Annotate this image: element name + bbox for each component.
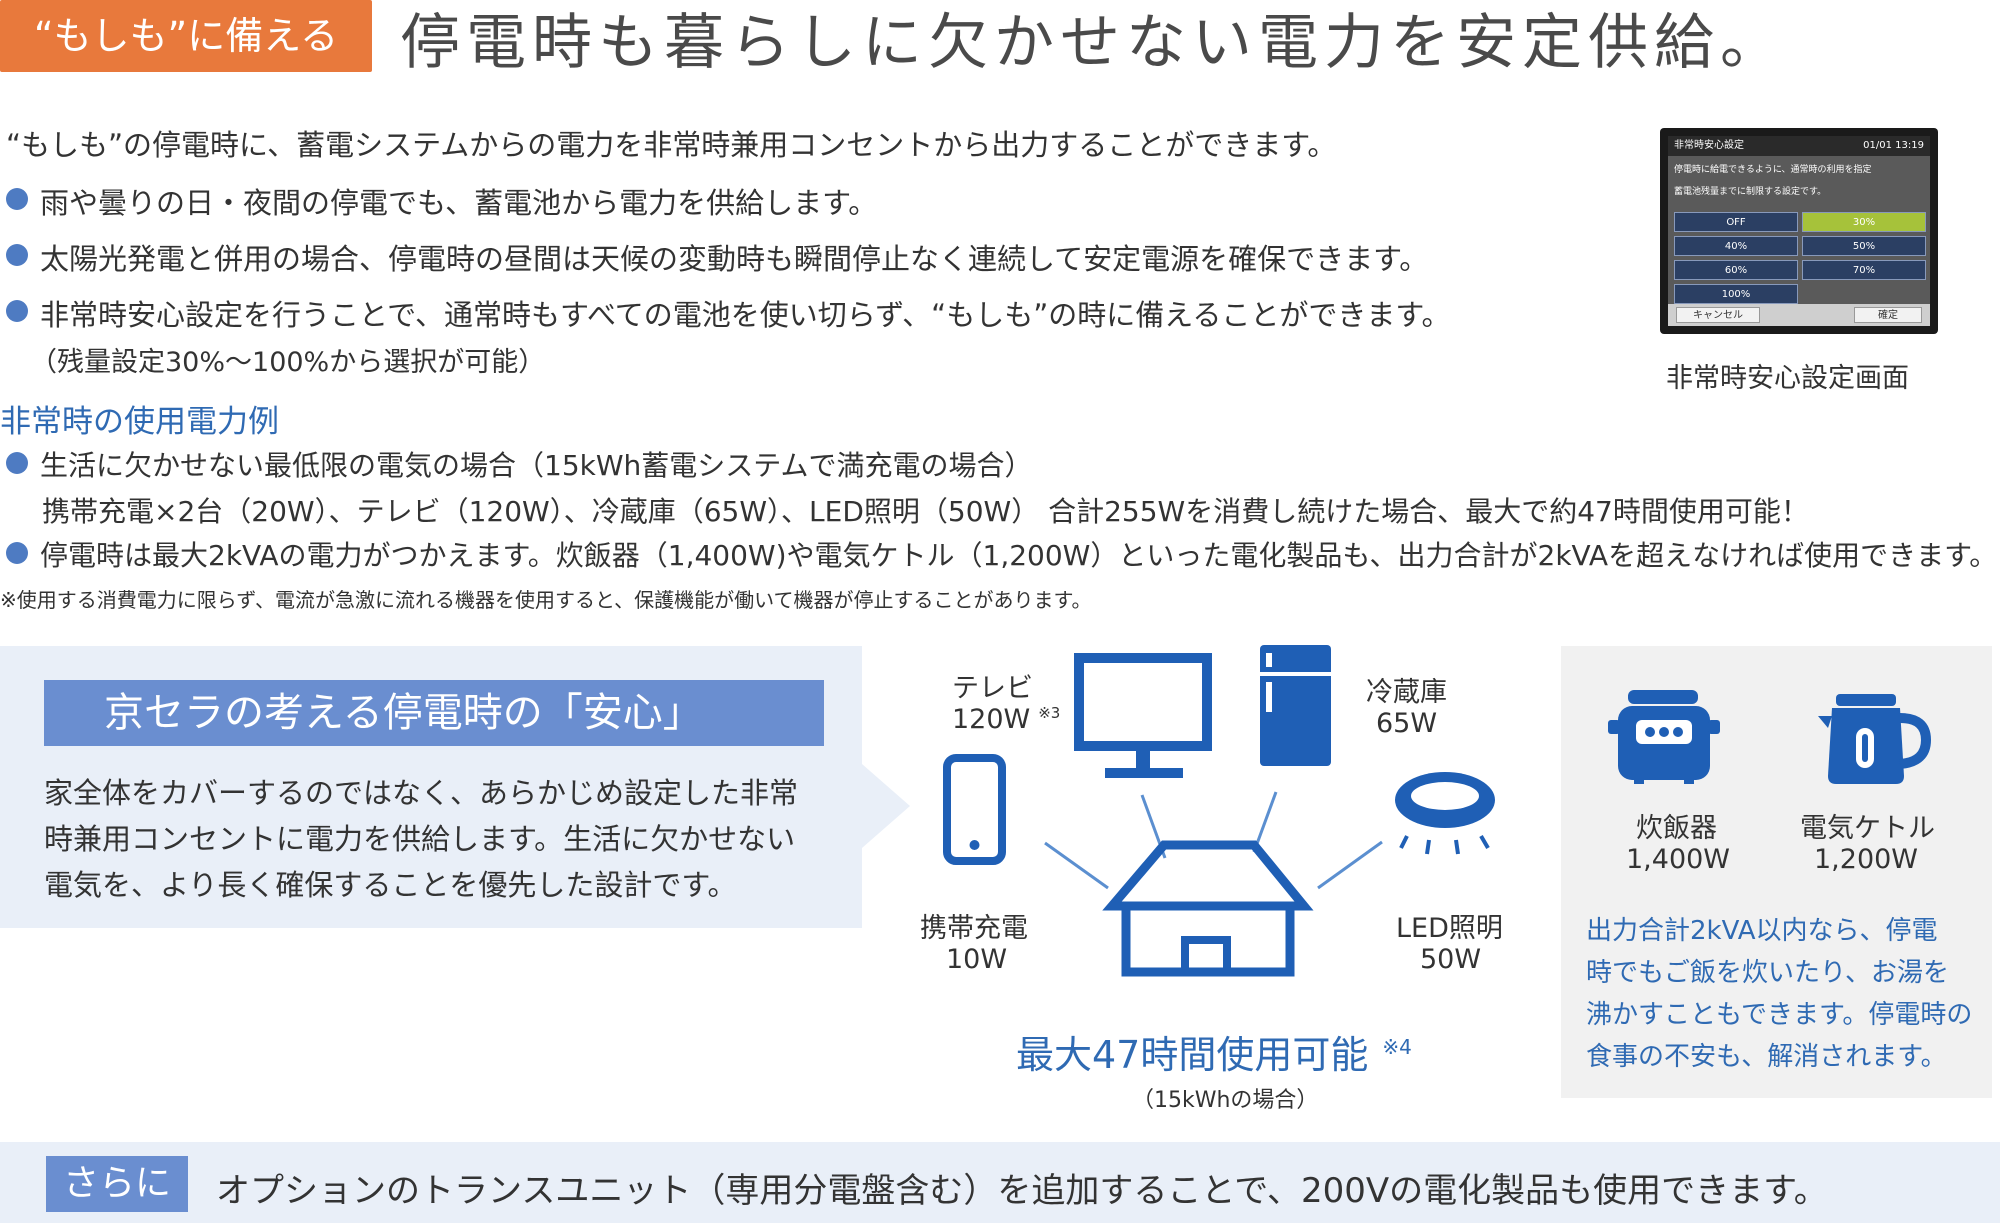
fridge-watt: 65W — [1376, 708, 1438, 739]
settings-screen: 非常時安心設定 01/01 13:19 停電時に給電できるように、通常時の利用を… — [1668, 136, 1930, 326]
bottom-tag: さらに — [46, 1156, 188, 1212]
house-icon — [1102, 840, 1314, 977]
screen-message: 蓄電池残量までに制限する設定です。 — [1674, 187, 1827, 197]
footnote: ※使用する消費電力に限らず、電流が急激に流れる機器を使用すると、保護機能が働いて… — [0, 588, 1092, 612]
appliance-text: 沸かすこともできます。停電時の — [1586, 1000, 1973, 1030]
bullet-dot — [6, 542, 28, 564]
appliance-text: 食事の不安も、解消されます。 — [1586, 1042, 1947, 1072]
diagram-graphic — [943, 645, 1495, 977]
rice-cooker-icon — [1608, 690, 1720, 784]
tv-icon — [1074, 653, 1212, 778]
led-light-icon — [1395, 772, 1495, 855]
panel-text: 家全体をカバーするのではなく、あらかじめ設定した非常 — [44, 776, 799, 810]
phone-watt: 10W — [946, 944, 1008, 975]
screen-message: 停電時に給電できるように、通常時の利用を指定 — [1674, 165, 1872, 175]
bullet-text: 非常時安心設定を行うことで、通常時もすべての電池を使い切らず、“もしも”の時に備… — [40, 298, 1451, 332]
bullet-dot — [6, 188, 28, 210]
bullet-dot — [6, 244, 28, 266]
option-50: 50% — [1802, 236, 1926, 256]
bullet-detail: 携帯充電×2台（20W）、テレビ（120W）、冷蔵庫（65W）、LED照明（50… — [42, 495, 1809, 528]
intro-text: “もしも”の停電時に、蓄電システムからの電力を非常時兼用コンセントから出力するこ… — [6, 128, 1337, 162]
panel-title: 京セラの考える停電時の「安心」 — [44, 680, 824, 746]
bottom-banner — [0, 1142, 2000, 1223]
phone-icon — [943, 754, 1006, 865]
kettle-watt: 1,200W — [1814, 844, 1918, 875]
section-heading: 非常時の使用電力例 — [0, 404, 279, 440]
connector-line — [1252, 791, 1278, 853]
kettle-label: 電気ケトル — [1800, 813, 1935, 844]
bullet-text: 太陽光発電と併用の場合、停電時の昼間は天候の変動時も瞬間停止なく連続して安定電源… — [40, 242, 1429, 276]
confirm-button: 確定 — [1854, 307, 1922, 323]
option-70: 70% — [1802, 260, 1926, 280]
tv-note: ※3 — [1038, 704, 1061, 722]
settings-screen-image: 非常時安心設定 01/01 13:19 停電時に給電できるように、通常時の利用を… — [1660, 128, 1938, 334]
option-30: 30% — [1802, 212, 1926, 232]
connector-line — [1044, 841, 1109, 890]
bullet-text: 停電時は最大2kVAの電力がつかえます。炊飯器（1,400W)や電気ケトル（1,… — [40, 539, 1998, 572]
screen-title-bar: 非常時安心設定 01/01 13:19 — [1668, 136, 1930, 156]
tv-watt: 120W ※3 — [952, 704, 1060, 735]
option-60: 60% — [1674, 260, 1798, 280]
bullet-text: 生活に欠かせない最低限の電気の場合（15kWh蓄電システムで満充電の場合） — [40, 449, 1033, 482]
bullet-dot — [6, 452, 28, 474]
tv-label: テレビ — [952, 673, 1033, 704]
fridge-label: 冷蔵庫 — [1366, 677, 1447, 708]
max-hours-label: 最大47時間使用可能 ※4 — [1016, 1024, 1412, 1079]
page-title: 停電時も暮らしに欠かせない電力を安定供給。 — [400, 8, 1786, 78]
panel-text: 時兼用コンセントに電力を供給します。生活に欠かせない — [44, 822, 796, 856]
screen-footer: キャンセル 確定 — [1668, 304, 1930, 326]
screen-datetime: 01/01 13:19 — [1863, 140, 1924, 151]
option-100: 100% — [1674, 284, 1798, 304]
kettle-icon — [1818, 694, 1932, 784]
panel-text: 電気を、より長く確保することを優先した設計です。 — [44, 868, 737, 902]
appliance-icons — [1608, 690, 1932, 784]
header-tag: “もしも”に備える — [0, 0, 372, 72]
appliance-text: 時でもご飯を炊いたり、お湯を — [1586, 958, 1949, 988]
screen-title: 非常時安心設定 — [1674, 140, 1744, 151]
option-40: 40% — [1674, 236, 1798, 256]
rice-cooker-label: 炊飯器 — [1636, 813, 1717, 844]
rice-cooker-watt: 1,400W — [1626, 844, 1730, 875]
led-label: LED照明 — [1396, 913, 1503, 944]
panel-pointer — [862, 764, 910, 848]
screen-caption: 非常時安心設定画面 — [1666, 363, 1909, 394]
max-hours-text: 最大47時間使用可能 — [1016, 1033, 1369, 1077]
appliance-text: 出力合計2kVA以内なら、停電 — [1586, 916, 1938, 946]
phone-label: 携帯充電 — [920, 913, 1028, 944]
option-off: OFF — [1674, 212, 1798, 232]
condition-label: （15kWhの場合） — [1132, 1088, 1319, 1113]
led-watt: 50W — [1420, 944, 1482, 975]
bullet-dot — [6, 300, 28, 322]
bottom-text: オプションのトランスユニット（専用分電盤含む）を追加することで、200Vの電化製… — [216, 1171, 1828, 1211]
bullet-note: （残量設定30%～100%から選択が可能） — [30, 347, 546, 378]
connector-line — [1317, 840, 1383, 890]
max-hours-note: ※4 — [1382, 1035, 1412, 1060]
tv-watt-value: 120W — [952, 704, 1031, 735]
fridge-icon — [1260, 645, 1331, 766]
bullet-text: 雨や曇りの日・夜間の停電でも、蓄電池から電力を供給します。 — [40, 186, 878, 220]
cancel-button: キャンセル — [1676, 307, 1760, 323]
